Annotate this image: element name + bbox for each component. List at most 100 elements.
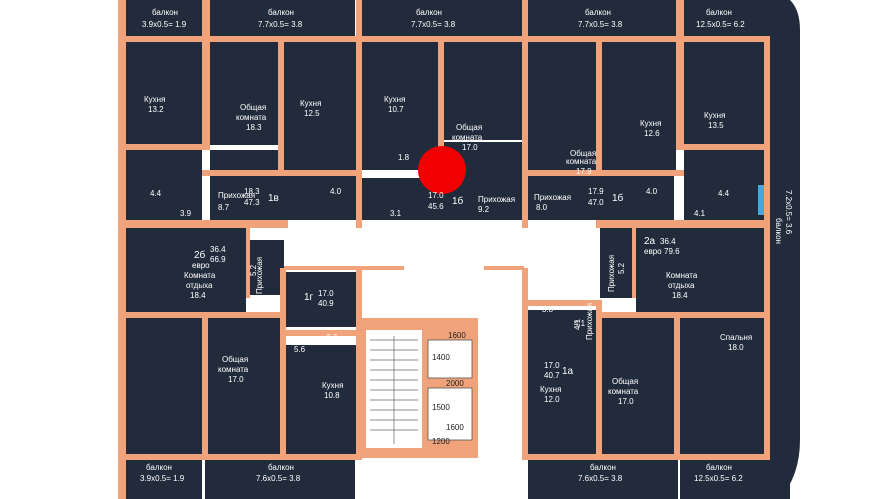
room-name: Кухня <box>322 381 343 390</box>
room-name: Комната <box>666 271 698 280</box>
hallway-name: Прихожая <box>478 195 515 204</box>
room-1g-hall <box>286 272 356 327</box>
balcony-3 <box>362 0 522 40</box>
small-area-labels: 4.4 3.9 4.0 3.1 1.8 4.0 4.4 4.1 5.6 3.7 … <box>150 153 730 354</box>
apt-living: 36.4 <box>660 237 676 246</box>
balcony-b4 <box>680 458 790 499</box>
area-value: 4.0 <box>646 187 658 196</box>
room-area: 18.3 <box>246 123 262 132</box>
balcony-glass <box>758 185 764 215</box>
side-balcony-dims: 7.2x0.5= 3.6 <box>784 190 793 235</box>
elevator-2 <box>427 387 473 441</box>
room-area: 12.6 <box>644 129 660 138</box>
room-area: 18.4 <box>190 291 206 300</box>
room-rest-left <box>126 228 246 313</box>
room-name: комната <box>236 113 267 122</box>
area-value: 3.8 <box>542 305 554 314</box>
room-name: Общая <box>240 103 266 112</box>
room-living-17-0-bl <box>208 318 282 458</box>
apt-total: 40.9 <box>318 299 334 308</box>
balcony-dims: 7.2x0.5= 3.6 <box>784 190 793 235</box>
hallway-name: Прихожая <box>534 193 571 202</box>
apt-total: 47.0 <box>588 198 604 207</box>
elevator-1 <box>427 339 473 379</box>
balcony-5 <box>680 0 790 40</box>
location-marker <box>418 146 466 194</box>
balcony-title: балкон <box>152 8 178 17</box>
room-name: отдыха <box>186 281 213 290</box>
balcony-2 <box>205 0 355 40</box>
room-living-17-0-top <box>444 40 522 140</box>
dim-value: 1600 <box>446 423 464 432</box>
balcony-b3 <box>528 458 678 499</box>
room-hall-5-2-left <box>248 240 284 295</box>
room-name: Общая <box>456 123 482 132</box>
room-area: 17.9 <box>576 167 592 176</box>
hallway-labels: Прихожая 8.7 Прихожая 9.2 Прихожая 8.0 П… <box>218 191 626 340</box>
apt-type: 1в <box>268 193 279 204</box>
side-balcony-label: балкон <box>774 218 783 244</box>
apt-type: 1б <box>612 192 624 204</box>
apt-living: 18.3 <box>244 187 260 196</box>
balcony-title: балкон <box>146 463 172 472</box>
top-balcony-labels: балкон 3.9x0.5= 1.9 балкон 7.7x0.5= 3.8 … <box>142 8 745 29</box>
room-area: 13.5 <box>708 121 724 130</box>
room-living-17-0-br <box>602 318 674 458</box>
room-kitchen-12-0 <box>528 310 598 458</box>
balcony-dims: 7.7x0.5= 3.8 <box>258 20 303 29</box>
balcony-4 <box>528 0 678 40</box>
area-value: 3.1 <box>390 209 402 218</box>
area-value: 4.1 <box>694 209 706 218</box>
hallway-name: Прихожая <box>607 255 616 292</box>
stair-dim-labels: 1600 1400 2000 1500 1600 1200 <box>432 331 466 446</box>
balcony-title: балкон <box>590 463 616 472</box>
hallway-area: 8.7 <box>218 203 230 212</box>
room-name: Кухня <box>540 385 561 394</box>
balcony-b1 <box>122 458 202 499</box>
area-value: 4.4 <box>718 189 730 198</box>
room-kitchen-10-7 <box>362 40 438 170</box>
room-bl-1 <box>126 318 202 458</box>
room-name: Спальня <box>720 333 752 342</box>
room-area: 17.0 <box>228 375 244 384</box>
room-living-17-9 <box>528 40 596 170</box>
hallway-name: Прихожая <box>255 257 264 294</box>
area-value: 1.8 <box>398 153 410 162</box>
apartment-labels: 18.3 47.3 1в 17.0 45.6 1б 17.9 47.0 1б 2… <box>192 187 680 380</box>
hallway-area: 8.0 <box>536 203 548 212</box>
balcony-dims: 7.6x0.5= 3.8 <box>256 474 301 483</box>
room-area: 12.5 <box>304 109 320 118</box>
dim-value: 1500 <box>432 403 450 412</box>
room-name: Общая <box>222 355 248 364</box>
room-hall-5-2-right <box>600 228 634 298</box>
apt-type: 1б <box>452 195 464 207</box>
balcony-dims: 12.5x0.5= 6.2 <box>696 20 745 29</box>
apt-total: 45.6 <box>428 202 444 211</box>
apt-type: 1г <box>304 292 314 303</box>
balcony-dims: 7.7x0.5= 3.8 <box>411 20 456 29</box>
dim-value: 2000 <box>446 379 464 388</box>
room-name: Кухня <box>300 99 321 108</box>
room-name: отдыха <box>668 281 695 290</box>
room-kitchen-13-2 <box>126 40 202 145</box>
walls <box>118 0 770 499</box>
stairwell <box>362 318 478 458</box>
apt-total: 40.7 <box>544 371 560 380</box>
room-living-18-3 <box>210 40 280 145</box>
apt-living: 17.0 <box>544 361 560 370</box>
balcony-title: балкон <box>585 8 611 17</box>
balcony-dims: 7.7x0.5= 3.8 <box>578 20 623 29</box>
room-rest-right <box>636 228 764 313</box>
hallway-name: Прихожая <box>585 303 594 340</box>
area-value: 5.6 <box>294 345 306 354</box>
room-area: 12.0 <box>544 395 560 404</box>
room-name: Общая <box>570 149 596 158</box>
apt-living: 36.4 <box>210 245 226 254</box>
middle-rooms <box>126 228 764 313</box>
apt-type: 2б <box>194 249 206 261</box>
apt-living: 17.0 <box>318 289 334 298</box>
balcony-1 <box>122 0 202 40</box>
hallway-area: 4.1 <box>573 318 582 330</box>
area-value: 4.0 <box>330 187 342 196</box>
area-value: 4.4 <box>150 189 162 198</box>
